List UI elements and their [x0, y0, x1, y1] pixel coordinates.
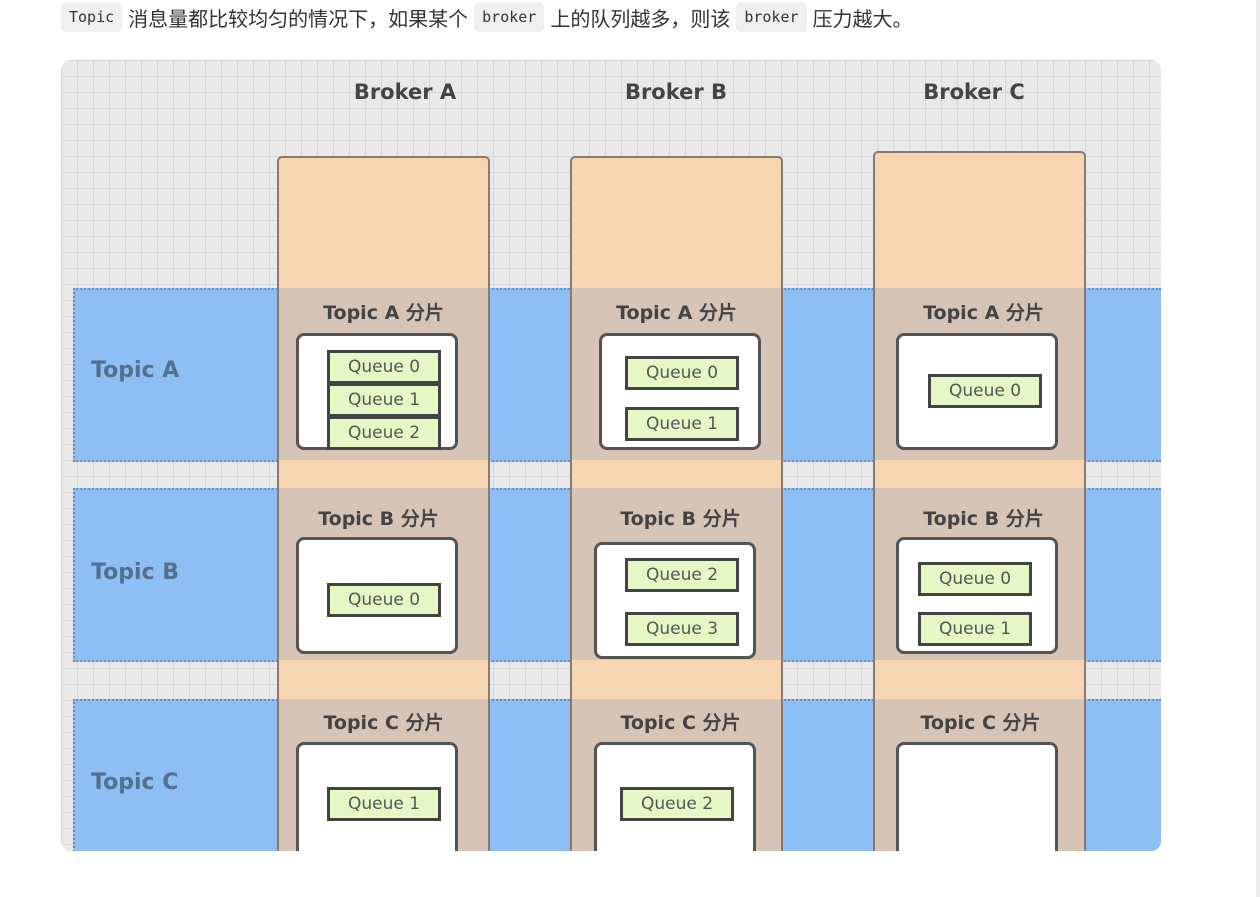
shard-label: Topic B 分片: [318, 508, 439, 530]
paragraph: Topic 消息量都比较均匀的情况下，如果某个 broker 上的队列越多，则该…: [61, 0, 913, 34]
queue: Queue 1: [625, 407, 739, 441]
shard-label: Topic B 分片: [620, 508, 741, 530]
broker-topic-diagram: Broker A Broker B Broker C Topic A Topic…: [61, 60, 1161, 851]
shard-label: Topic C 分片: [920, 712, 1041, 734]
shard-label: Topic C 分片: [323, 712, 444, 734]
queue: Queue 1: [327, 787, 441, 821]
queue: Queue 0: [327, 583, 441, 617]
queue: Queue 2: [625, 558, 739, 592]
shard-label: Topic C 分片: [620, 712, 741, 734]
queue: Queue 0: [918, 562, 1032, 596]
shard-label: Topic A 分片: [616, 302, 737, 324]
paragraph-text: 消息量都比较均匀的情况下，如果某个: [128, 6, 469, 31]
broker-label: Broker B: [624, 80, 728, 104]
queue: Queue 1: [327, 383, 441, 417]
shard-label: Topic A 分片: [323, 302, 444, 324]
queue: Queue 2: [620, 787, 734, 821]
queue: Queue 1: [918, 612, 1032, 646]
topic-label: Topic A: [91, 358, 180, 383]
shard-label: Topic A 分片: [923, 302, 1044, 324]
inline-code: broker: [474, 2, 545, 32]
broker-label: Broker C: [923, 80, 1025, 104]
inline-code: Topic: [61, 2, 123, 32]
broker-label: Broker A: [353, 80, 457, 104]
queue: Queue 0: [625, 356, 739, 390]
inline-code: broker: [736, 2, 807, 32]
queue: Queue 0: [928, 374, 1042, 408]
paragraph-text: 上的队列越多，则该: [550, 6, 731, 31]
scrollbar[interactable]: [1256, 0, 1260, 897]
paragraph-text: 压力越大。: [812, 6, 913, 31]
queue: Queue 0: [327, 350, 441, 384]
queue: Queue 2: [327, 416, 441, 450]
shard-box: [896, 742, 1058, 851]
topic-label: Topic B: [91, 560, 179, 585]
queue: Queue 3: [625, 612, 739, 646]
shard-label: Topic B 分片: [923, 508, 1044, 530]
topic-label: Topic C: [91, 770, 179, 795]
